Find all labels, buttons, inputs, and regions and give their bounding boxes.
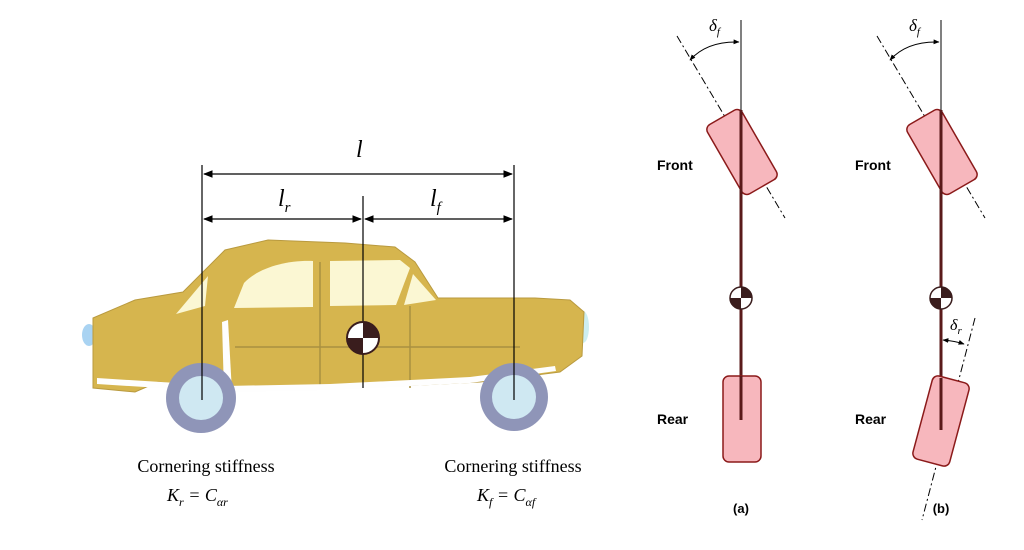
steer-axis-dashdot bbox=[676, 35, 786, 219]
front-length-label: lf bbox=[430, 186, 443, 216]
rear-label: Rear bbox=[855, 411, 887, 427]
car-side-view: l lr lf Cornering stiffness Kr = Cαr Cor… bbox=[82, 137, 589, 509]
front-caption-formula: Kf = Cαf bbox=[476, 485, 537, 509]
caption-b: (b) bbox=[933, 501, 950, 516]
center-of-gravity-icon bbox=[346, 321, 380, 355]
front-steer-angle-arc bbox=[889, 39, 940, 61]
rear-steer-angle-arc bbox=[942, 338, 965, 345]
rear-length-label: lr bbox=[278, 186, 291, 216]
front-label: Front bbox=[855, 157, 891, 173]
side-window-rear bbox=[234, 260, 313, 308]
center-of-gravity-icon bbox=[929, 286, 953, 310]
center-of-gravity-icon bbox=[729, 286, 753, 310]
rear-steer-axis-dashdot bbox=[921, 317, 976, 521]
bicycle-model-a: δf Front Rear (a) bbox=[657, 16, 786, 516]
wheelbase-label: l bbox=[356, 137, 363, 163]
rear-label: Rear bbox=[657, 411, 689, 427]
delta-r-label: δr bbox=[950, 317, 962, 337]
caption-a: (a) bbox=[733, 501, 749, 516]
rear-wheel bbox=[166, 363, 236, 433]
steer-axis-dashdot bbox=[876, 35, 986, 219]
delta-f-label: δf bbox=[909, 16, 922, 38]
windshield bbox=[404, 274, 436, 305]
side-window-front bbox=[330, 260, 410, 306]
delta-f-label: δf bbox=[709, 16, 722, 38]
steer-angle-arc bbox=[689, 39, 740, 61]
rear-caption-formula: Kr = Cαr bbox=[166, 485, 228, 509]
bicycle-model-b: δf δr Front Rear (b) bbox=[855, 16, 986, 521]
front-caption-title: Cornering stiffness bbox=[444, 456, 581, 476]
rear-caption-title: Cornering stiffness bbox=[137, 456, 274, 476]
rear-window bbox=[176, 276, 208, 314]
front-label: Front bbox=[657, 157, 693, 173]
